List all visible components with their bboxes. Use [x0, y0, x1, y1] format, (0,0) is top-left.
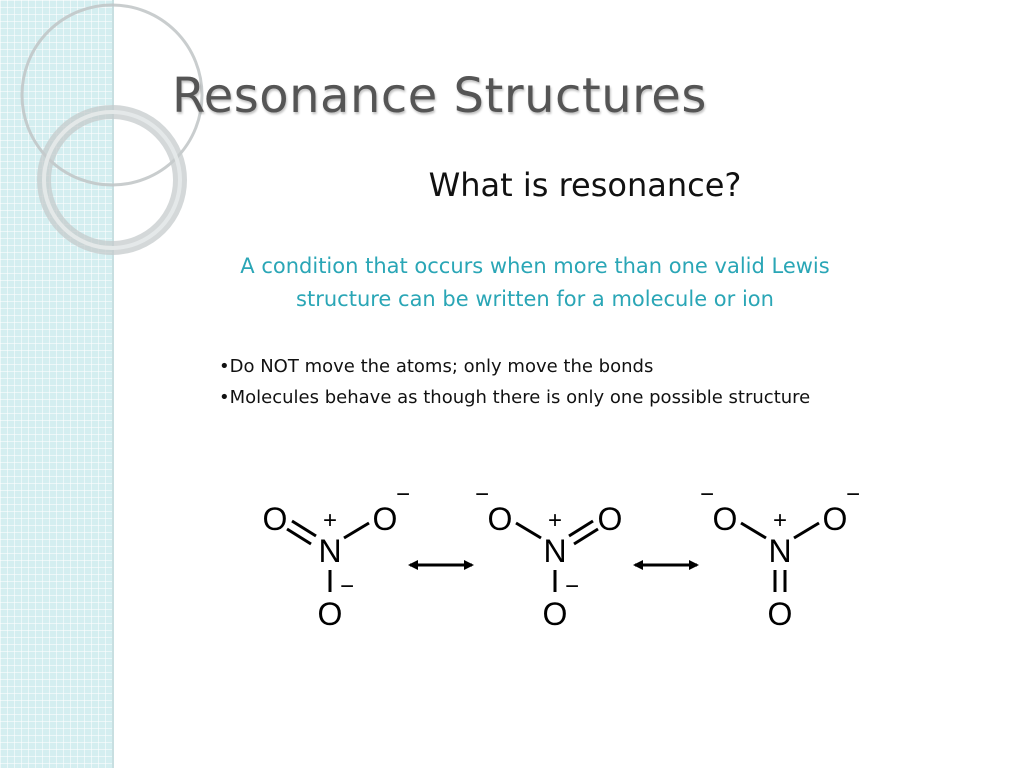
minus-charge-left: −: [475, 481, 489, 508]
nitrite-resonance-diagram: O N O O + − − O N O O + − −: [263, 481, 860, 632]
resonance-structure-1: O N O O + − −: [263, 481, 410, 632]
bullet-list: Do NOT move the atoms; only move the bon…: [219, 351, 811, 413]
resonance-structure-2: O N O O + − −: [475, 481, 622, 632]
nitrogen-atom: N: [543, 533, 566, 569]
oxygen-atom-bottom: O: [318, 596, 343, 632]
oxygen-atom-left: O: [713, 501, 738, 537]
double-bond-line: [568, 519, 594, 538]
subtitle: What is resonance?: [428, 166, 742, 204]
bullet-item: Molecules behave as though there is only…: [219, 382, 811, 413]
single-bond-line: [740, 521, 767, 540]
single-bond-line: [343, 521, 370, 540]
minus-charge-bottom: −: [565, 573, 579, 600]
decorative-ring-small-highlight: [42, 110, 182, 250]
nitrogen-atom: N: [768, 533, 791, 569]
side-band-edge: [112, 0, 114, 768]
double-bond-line: [286, 527, 312, 546]
minus-charge-bottom: −: [340, 573, 354, 600]
oxygen-atom-right: O: [373, 501, 398, 537]
definition-text: A condition that occurs when more than o…: [240, 254, 830, 311]
page-title: Resonance Structures: [172, 68, 707, 124]
nitrogen-atom: N: [318, 533, 341, 569]
plus-charge: +: [323, 507, 337, 534]
single-bond-line: [793, 521, 820, 540]
decorative-ring-large: [20, 3, 204, 187]
oxygen-atom-right: O: [598, 501, 623, 537]
bullet-item: Do NOT move the atoms; only move the bon…: [219, 351, 810, 382]
resonance-structure-3: O N O O + − −: [700, 481, 860, 632]
oxygen-atom-left: O: [488, 501, 513, 537]
oxygen-atom-left: O: [263, 501, 288, 537]
minus-charge-left: −: [700, 481, 714, 508]
plus-charge: +: [548, 507, 562, 534]
oxygen-atom-right: O: [823, 501, 848, 537]
double-bond-line: [291, 519, 317, 538]
decorative-rings: [20, 3, 204, 255]
oxygen-atom-bottom: O: [543, 596, 568, 632]
minus-charge-right: −: [846, 481, 860, 508]
oxygen-atom-bottom: O: [768, 596, 793, 632]
plus-charge: +: [773, 507, 787, 534]
single-bond-line: [515, 521, 542, 540]
double-bond-line: [573, 527, 599, 546]
minus-charge-right: −: [396, 481, 410, 508]
side-band-pattern: [0, 0, 112, 768]
